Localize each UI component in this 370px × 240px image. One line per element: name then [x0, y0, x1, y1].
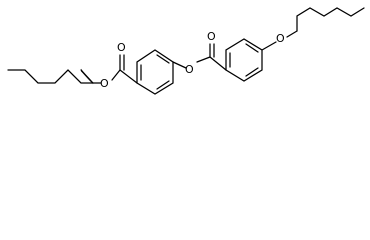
stereo-wedge-bond [81, 68, 93, 85]
ester-oxygen-single: O [100, 77, 109, 90]
carbonyl-oxygen-right: O [207, 30, 216, 43]
benzene-ring-right [225, 38, 263, 82]
carbonyl-oxygen-left: O [117, 41, 126, 54]
ether-oxygen: O [276, 32, 285, 45]
chemical-structure-diagram: O O O O O [7, 7, 365, 95]
left-alkyl-chain [7, 69, 94, 84]
ester-oxygen-aryl: O [185, 63, 194, 76]
ester-group-left: O O [92, 41, 138, 90]
ester-group-right: O O [172, 30, 227, 76]
hexyloxy-chain: O [261, 7, 365, 51]
benzene-ring-center [136, 49, 174, 95]
chiral-center [80, 68, 94, 85]
